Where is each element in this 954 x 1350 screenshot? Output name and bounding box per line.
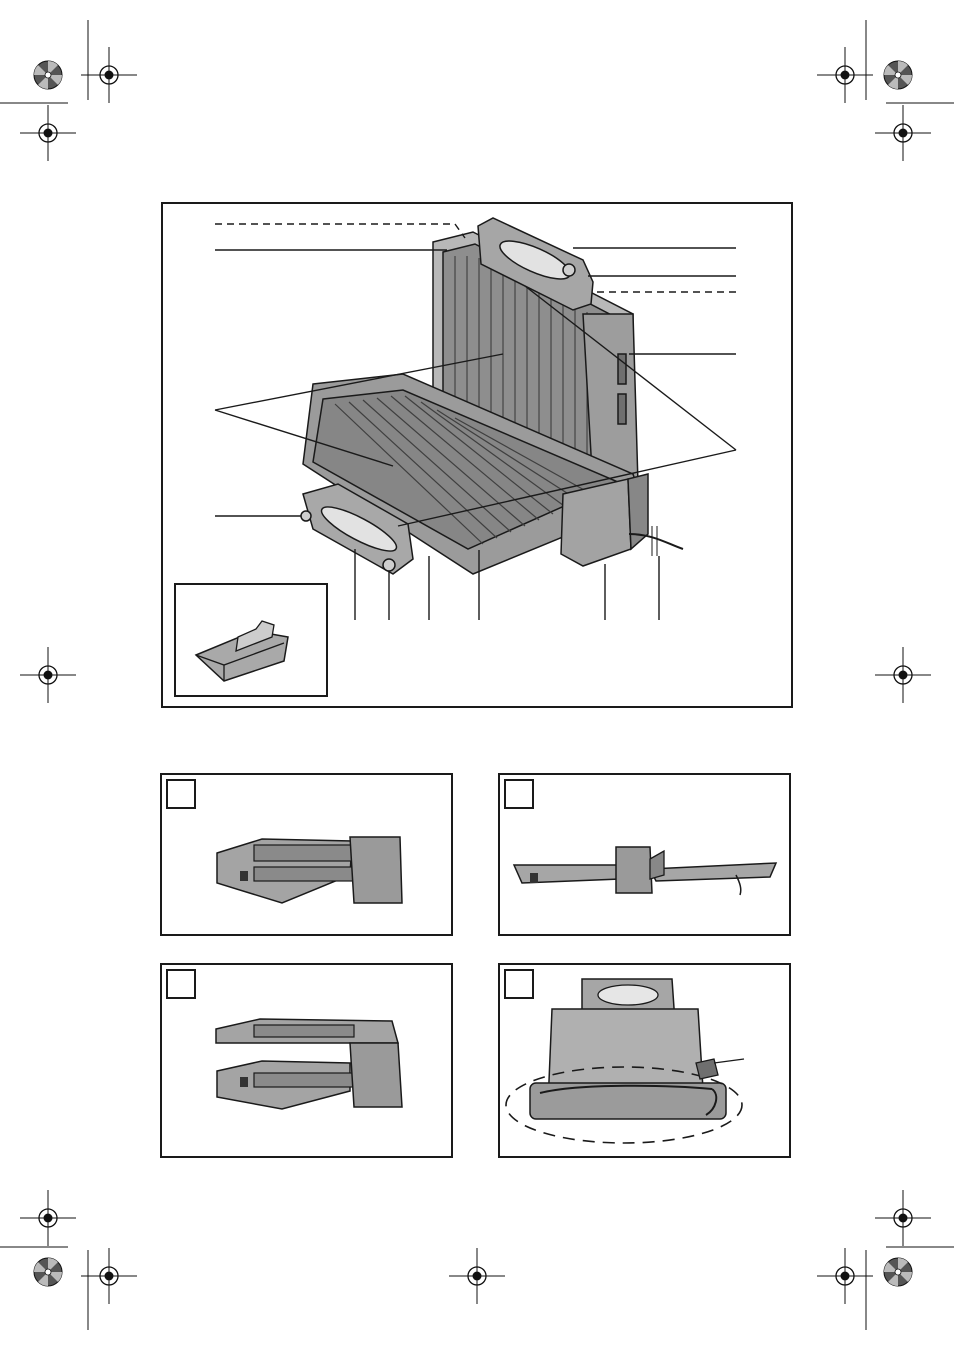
color-wheel-icon (33, 60, 63, 90)
panel-A-badge (166, 779, 196, 809)
front-handle (300, 483, 414, 575)
panel-B-illustration (512, 846, 778, 896)
crosshair-registration-icon (874, 104, 932, 162)
color-wheel-icon (883, 1257, 913, 1287)
color-wheel-icon (883, 60, 913, 90)
lower-plate-ribs (334, 395, 596, 545)
panel-D-frame (498, 963, 791, 1158)
crosshair-registration-icon (19, 1189, 77, 1247)
plug-icon (695, 1058, 719, 1080)
panel-C-badge (166, 969, 196, 999)
panel-B-frame (498, 773, 791, 936)
crosshair-registration-icon (448, 1247, 506, 1305)
panel-A-illustration (216, 836, 403, 904)
crosshair-registration-icon (874, 646, 932, 704)
lid-handle (477, 217, 594, 311)
callout-lines (214, 223, 737, 620)
drip-tray-icon (194, 620, 289, 682)
crosshair-registration-icon (816, 1247, 874, 1305)
indicator-icon (300, 510, 312, 522)
drip-tray-inset (174, 583, 328, 697)
color-wheel-icon (33, 1257, 63, 1287)
panel-A-frame (160, 773, 453, 936)
panel-B-badge (504, 779, 534, 809)
crosshair-registration-icon (19, 104, 77, 162)
crosshair-registration-icon (874, 1189, 932, 1247)
knob-icon (382, 558, 396, 572)
main-figure-frame (161, 202, 793, 708)
panel-C-frame (160, 963, 453, 1158)
panel-D-badge (504, 969, 534, 999)
side-block (560, 473, 649, 567)
crosshair-registration-icon (80, 46, 138, 104)
panel-C-illustration (215, 1018, 403, 1110)
crosshair-registration-icon (80, 1247, 138, 1305)
panel-D-illustration (505, 978, 745, 1144)
crosshair-registration-icon (19, 646, 77, 704)
grill-illustration (214, 217, 737, 620)
lid-button-icon (562, 263, 576, 277)
crosshair-registration-icon (816, 46, 874, 104)
grill-base (302, 373, 644, 575)
power-cord (628, 533, 684, 550)
